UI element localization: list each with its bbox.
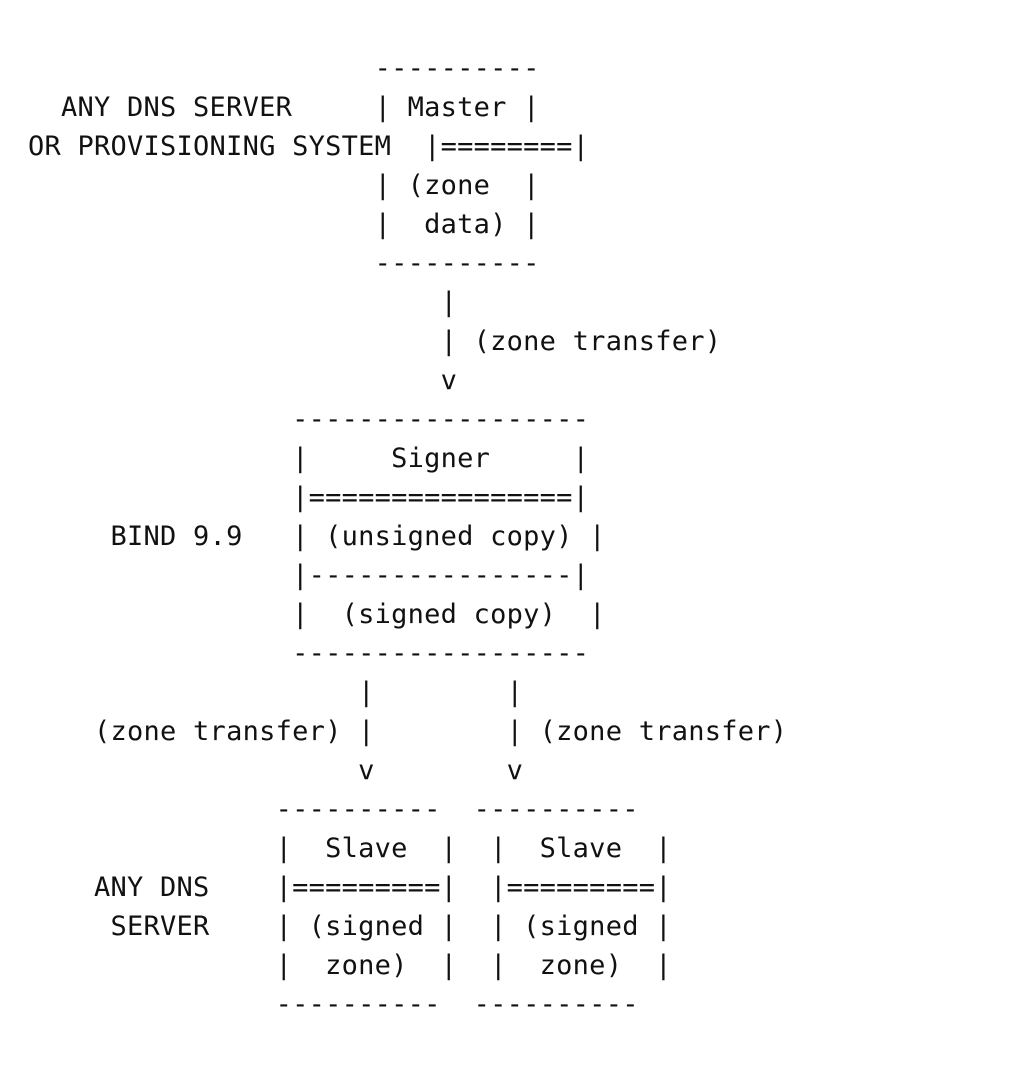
diagram-line: OR PROVISIONING SYSTEM |========| <box>28 131 590 162</box>
diagram-line: ------------------ <box>28 638 590 669</box>
diagram-line: v <box>28 365 458 396</box>
diagram-line: |================| <box>28 482 590 513</box>
diagram-line: ------------------ <box>28 404 590 435</box>
diagram-line: ---------- ---------- <box>28 794 639 825</box>
diagram-line: | data) | <box>28 209 540 240</box>
diagram-line: | <box>28 287 458 318</box>
diagram-line: | Slave | | Slave | <box>28 833 672 864</box>
diagram-line: ---------- <box>28 248 540 279</box>
diagram-line: | (signed copy) | <box>28 599 606 630</box>
diagram-line: BIND 9.9 | (unsigned copy) | <box>28 521 606 552</box>
diagram-line: | zone) | | zone) | <box>28 950 672 981</box>
diagram-line: ---------- ---------- <box>28 989 639 1020</box>
diagram-line: ANY DNS SERVER | Master | <box>28 92 540 123</box>
diagram-line: | (zone | <box>28 170 540 201</box>
diagram-line: v v <box>28 755 524 786</box>
diagram-line: | (zone transfer) <box>28 326 722 357</box>
diagram-line: ANY DNS |=========| |=========| <box>28 872 672 903</box>
diagram-line: ---------- <box>28 53 540 84</box>
diagram-line: SERVER | (signed | | (signed | <box>28 911 672 942</box>
diagram-line: (zone transfer) | | (zone transfer) <box>28 716 788 747</box>
diagram-line: | | <box>28 677 524 708</box>
diagram-line: | Signer | <box>28 443 590 474</box>
ascii-diagram: ---------- ANY DNS SERVER | Master | OR … <box>28 49 787 1024</box>
diagram-line: |----------------| <box>28 560 590 591</box>
